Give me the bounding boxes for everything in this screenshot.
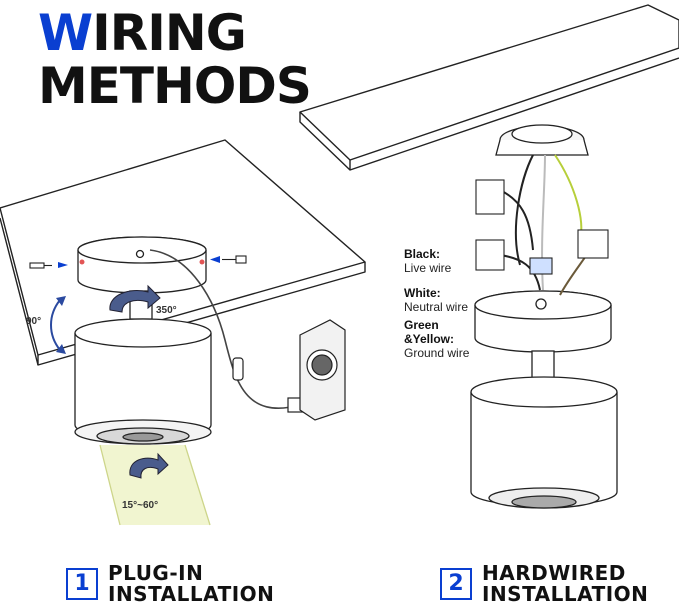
black-wire-name: Black: xyxy=(404,247,441,261)
white-wire-label: White: Neutral wire xyxy=(404,286,468,314)
right-ceiling xyxy=(299,4,679,161)
step-title: HARDWIRED INSTALLATION xyxy=(482,563,648,605)
black-wire-desc: Live wire xyxy=(404,261,452,275)
left-fixture xyxy=(74,236,212,526)
black-wire-label: Black: Live wire xyxy=(404,247,451,275)
wire-connector xyxy=(475,239,505,271)
right-fixture xyxy=(470,124,618,509)
power-cord xyxy=(149,249,301,409)
step-number-badge: 1 xyxy=(66,568,98,600)
step-title: PLUG-IN INSTALLATION xyxy=(108,563,274,605)
angle-350-label: 350° xyxy=(156,305,177,316)
step-hardwired: 2 HARDWIRED INSTALLATION xyxy=(440,563,648,605)
title-accent-letter: W xyxy=(38,4,93,62)
light-beam xyxy=(100,445,210,525)
inline-switch xyxy=(232,357,244,381)
white-wire-name: White: xyxy=(404,286,441,300)
step-title-line-1: PLUG-IN xyxy=(108,561,204,585)
step-plug-in: 1 PLUG-IN INSTALLATION xyxy=(66,563,274,605)
step-title-line-2: INSTALLATION xyxy=(482,582,649,606)
angle-tilt-label: 15°~60° xyxy=(122,500,159,511)
step-number-badge: 2 xyxy=(440,568,472,600)
ground-wire-name-2: &Yellow: xyxy=(404,332,455,346)
title-line-1-rest: IRING xyxy=(92,4,247,62)
ground-wire-desc: Ground wire xyxy=(404,346,470,360)
angle-90-label: 90° xyxy=(26,316,42,327)
rotation-arrows xyxy=(109,284,169,479)
white-wire-desc: Neutral wire xyxy=(404,300,469,314)
step-title-line-1: HARDWIRED xyxy=(482,561,626,585)
wire-connector xyxy=(577,229,609,259)
ground-wire-label: Green &Yellow: Ground wire xyxy=(404,318,469,360)
title-line-1: WIRING xyxy=(38,8,247,58)
title-line-2: METHODS xyxy=(38,57,312,115)
wire-connector xyxy=(475,179,505,215)
step-title-line-2: INSTALLATION xyxy=(108,582,275,606)
ground-wire-name: Green xyxy=(404,318,439,332)
